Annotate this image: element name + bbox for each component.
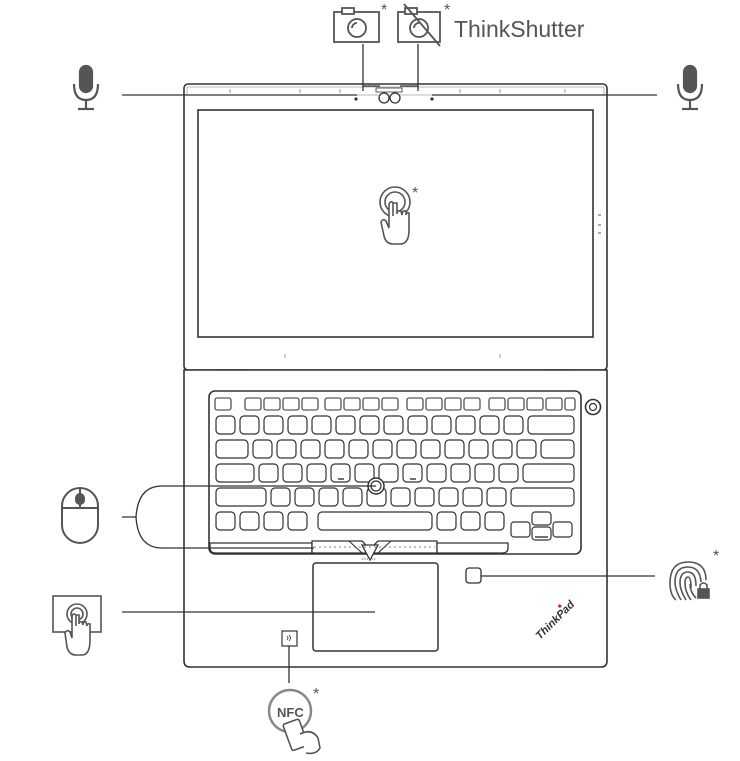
optional-asterisk-camera: * <box>381 2 387 19</box>
optional-asterisk-touch: * <box>412 185 418 202</box>
touchpad-icon <box>52 595 102 656</box>
touch-screen-icon <box>379 186 411 245</box>
space-bar <box>317 511 433 531</box>
touchpad <box>312 562 439 652</box>
callout-lines <box>122 44 657 683</box>
function-key-row <box>214 397 576 411</box>
optional-asterisk-nfc: * <box>313 686 319 703</box>
keyboard-row-home <box>215 463 575 483</box>
thinkshutter-label: ThinkShutter <box>454 16 585 42</box>
camera-shutter-closed-icon <box>397 3 441 47</box>
fingerprint-lock-icon <box>669 561 710 601</box>
nfc-mark <box>281 630 298 647</box>
keyboard-row-numbers <box>215 415 575 435</box>
nfc-label: NFC <box>277 705 304 720</box>
thinkshutter-slider <box>375 87 403 93</box>
keyboard-row-shift <box>215 487 575 507</box>
webcam-lens <box>378 92 390 104</box>
mic-hole-left <box>354 97 358 101</box>
mouse-icon <box>61 487 99 544</box>
microphone-icon <box>72 64 100 111</box>
optional-asterisk-shutter: * <box>444 2 450 19</box>
camera-icon <box>333 7 380 43</box>
nfc-phone-icon: NFC <box>267 688 321 755</box>
keyboard-row-bottom <box>215 511 573 541</box>
optional-asterisk-fingerprint: * <box>713 548 719 565</box>
laptop-base: ThinkPad <box>183 369 608 668</box>
webcam-ir-lens <box>389 92 401 104</box>
mic-hole-right <box>430 97 434 101</box>
microphone-icon <box>676 64 704 111</box>
keyboard-row-qwerty <box>215 439 575 459</box>
fingerprint-reader <box>465 567 482 584</box>
